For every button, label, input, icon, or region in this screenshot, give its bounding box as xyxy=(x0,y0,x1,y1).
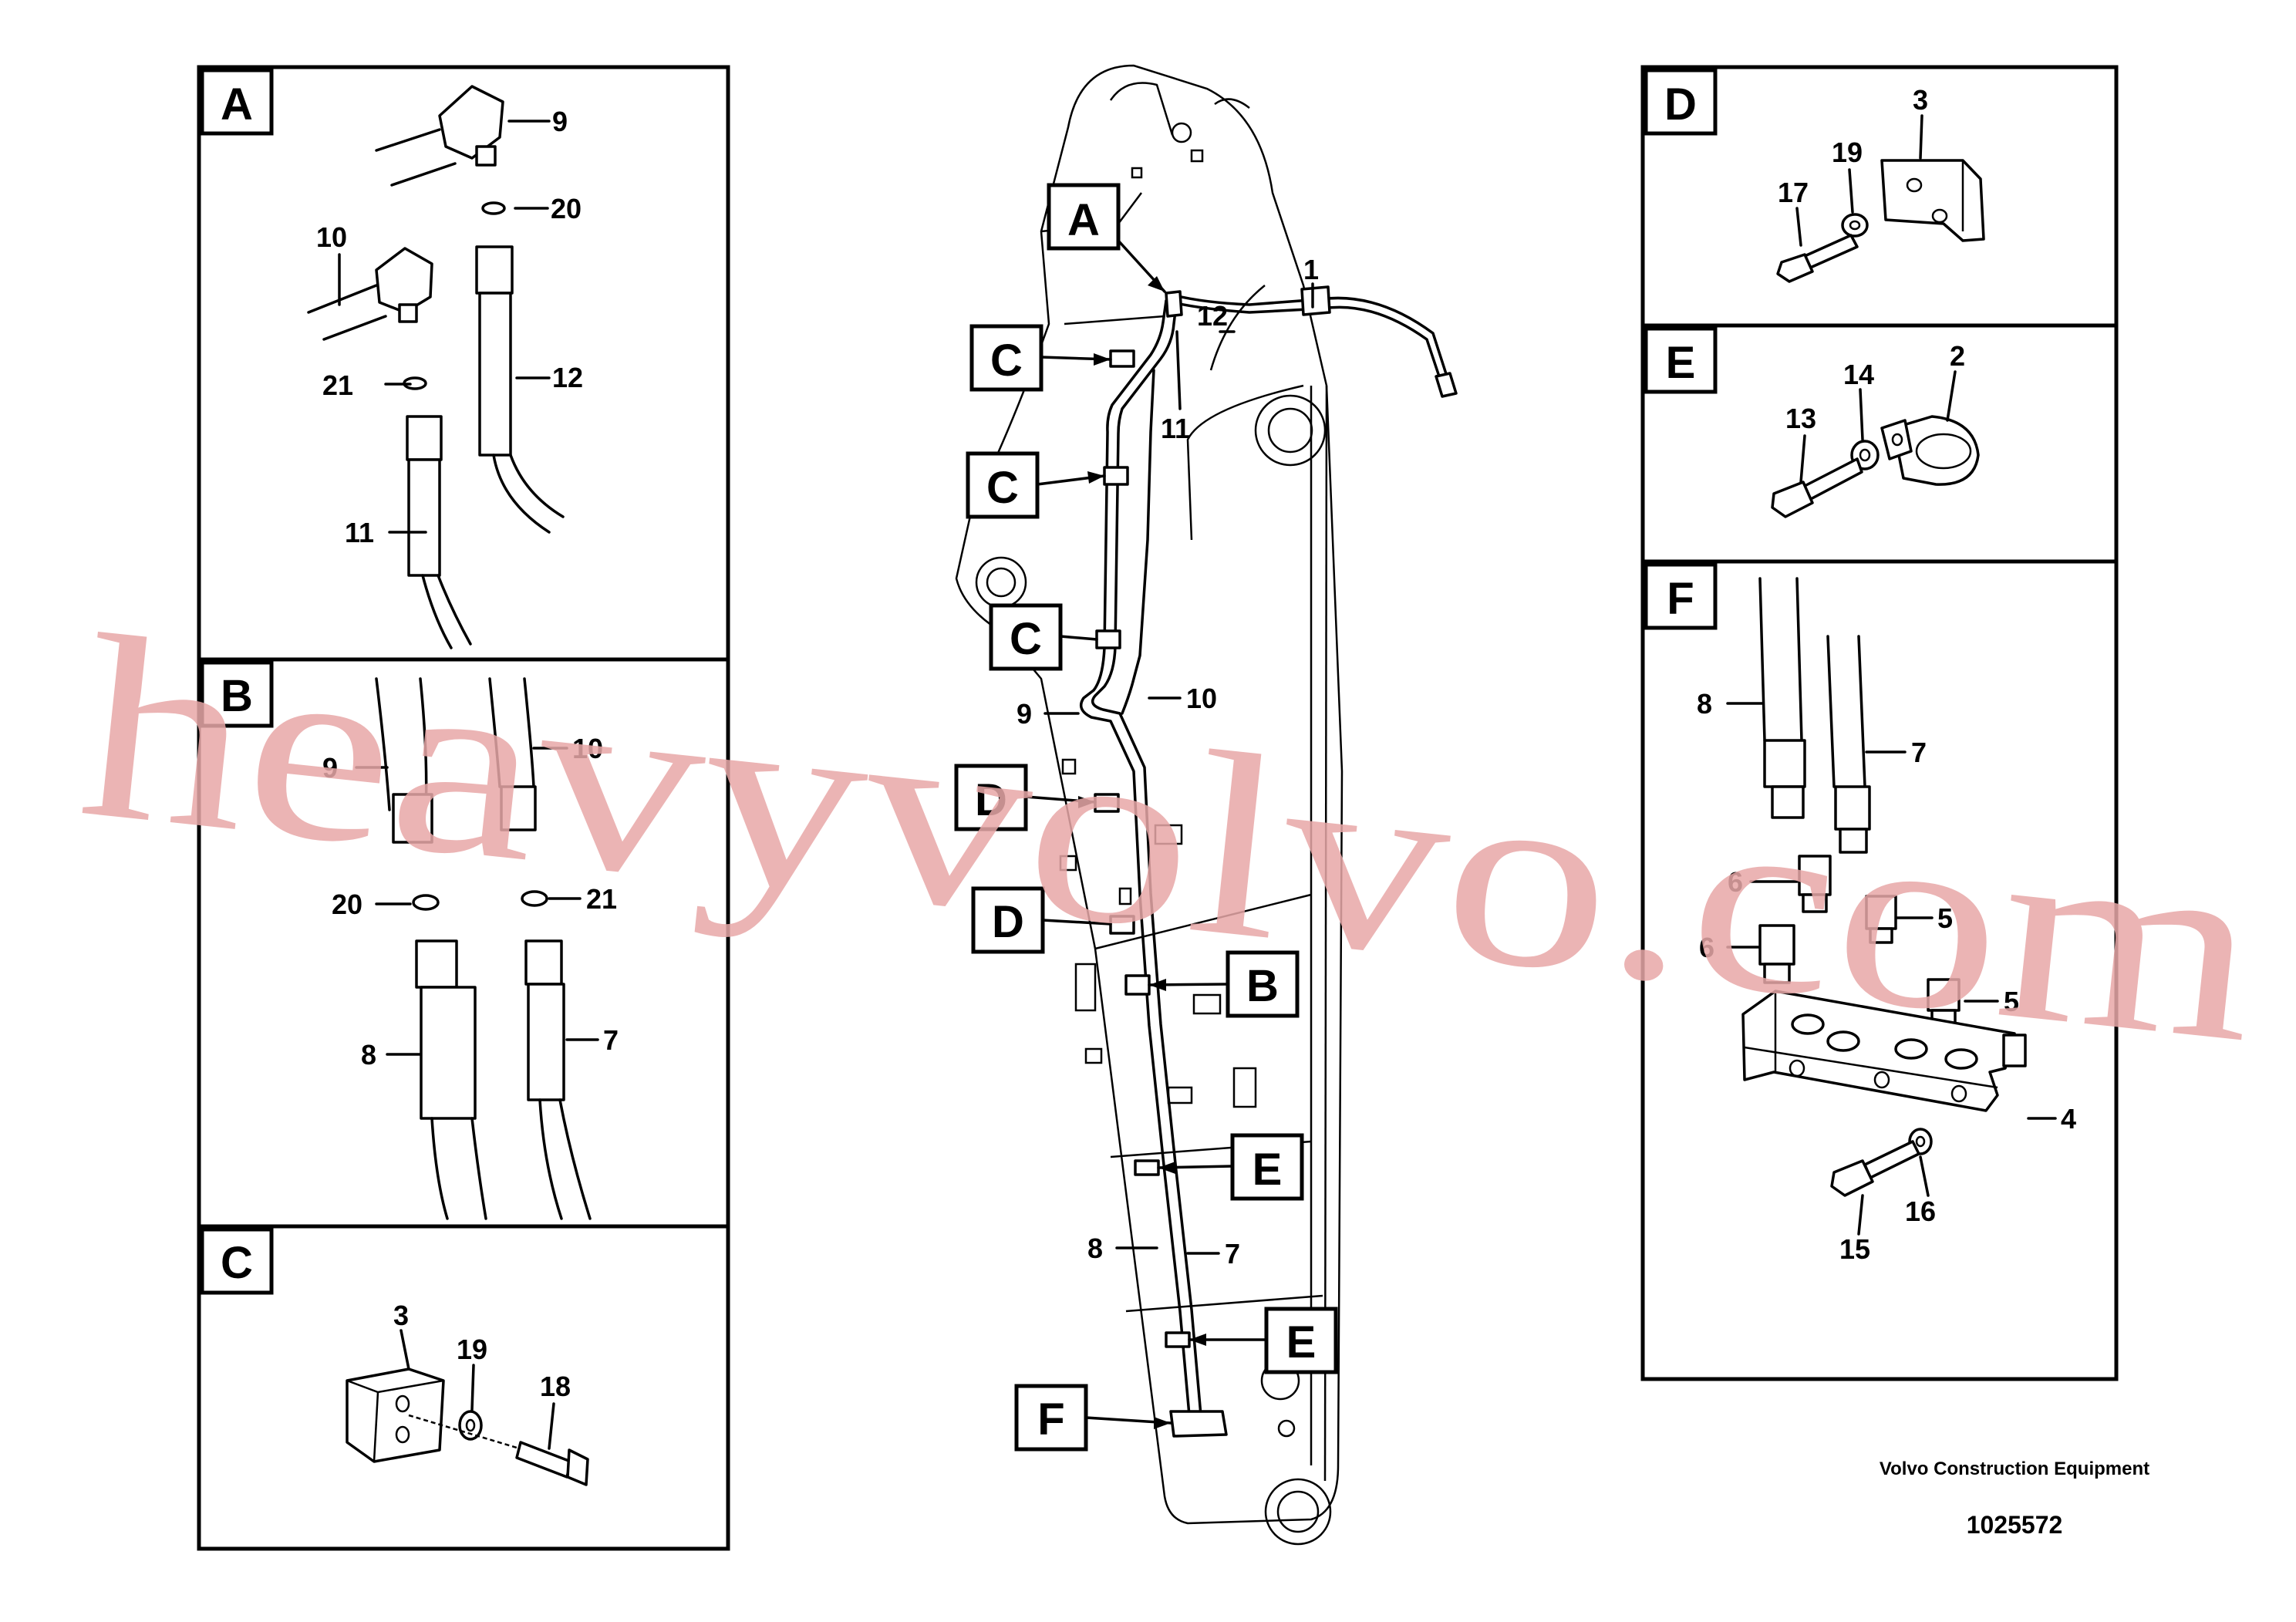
publisher-caption: Volvo Construction Equipment xyxy=(1880,1458,2149,1479)
callout-b-9: 9 xyxy=(322,752,338,784)
callout-a-9: 9 xyxy=(552,106,568,137)
callout-d-19: 19 xyxy=(1832,137,1863,168)
panel-f-title: F xyxy=(1667,574,1694,624)
badge-e-2: E xyxy=(1286,1317,1317,1367)
callout-main-12: 12 xyxy=(1197,300,1228,332)
callout-e-2: 2 xyxy=(1950,340,1965,372)
badge-e-1: E xyxy=(1253,1145,1283,1195)
callout-f-6a: 6 xyxy=(1728,866,1743,898)
callout-d-3: 3 xyxy=(1913,84,1928,116)
boom-assembly xyxy=(955,64,1344,1546)
callout-f-4: 4 xyxy=(2061,1103,2076,1135)
callout-e-14: 14 xyxy=(1843,359,1874,390)
callout-main-7: 7 xyxy=(1225,1238,1240,1270)
callout-f-8: 8 xyxy=(1697,688,1712,720)
callout-main-9: 9 xyxy=(1017,698,1032,730)
callout-c-18: 18 xyxy=(540,1371,571,1402)
callout-main-11: 11 xyxy=(1161,413,1190,444)
panel-e-title: E xyxy=(1666,338,1696,388)
badge-f: F xyxy=(1037,1394,1064,1445)
detail-panel-a: A 9 20 10 21 12 11 xyxy=(197,65,730,662)
callout-e-13: 13 xyxy=(1785,403,1816,434)
callout-f-7: 7 xyxy=(1911,737,1927,768)
detail-panel-d: D 3 19 17 xyxy=(1640,65,2119,328)
document-id: 1025572 xyxy=(1967,1511,2063,1539)
callout-f-5a: 5 xyxy=(1937,902,1953,934)
detail-panel-f: F xyxy=(1640,559,2119,1381)
hose-routing xyxy=(1079,285,1458,1438)
callout-main-1: 1 xyxy=(1303,254,1319,285)
callout-f-16: 16 xyxy=(1905,1195,1936,1227)
detail-panel-e: E 14 2 13 xyxy=(1640,323,2119,564)
callout-d-17: 17 xyxy=(1778,177,1809,208)
callout-main-10: 10 xyxy=(1186,683,1217,714)
callout-a-20: 20 xyxy=(551,193,582,224)
callout-b-10: 10 xyxy=(572,733,603,764)
callout-a-10: 10 xyxy=(316,221,347,253)
callout-b-21: 21 xyxy=(586,883,617,915)
callout-b-7: 7 xyxy=(603,1024,619,1056)
callout-c-3: 3 xyxy=(393,1300,409,1331)
badge-c-1: C xyxy=(990,336,1023,386)
panel-c-title: C xyxy=(221,1238,253,1288)
detail-panel-c: C 3 19 18 xyxy=(197,1224,730,1551)
callout-c-19: 19 xyxy=(457,1334,487,1365)
callout-f-6b: 6 xyxy=(1699,932,1714,963)
panel-a-title: A xyxy=(221,79,253,130)
callout-b-20: 20 xyxy=(332,889,362,920)
detail-panel-b: B 9 10 20 21 8 7 xyxy=(197,657,730,1229)
callout-a-12: 12 xyxy=(552,362,583,393)
panel-b-title: B xyxy=(221,671,253,721)
callout-b-8: 8 xyxy=(361,1039,376,1071)
callout-main-8: 8 xyxy=(1087,1233,1103,1264)
callout-f-15: 15 xyxy=(1839,1233,1870,1265)
badge-c-3: C xyxy=(1010,614,1042,664)
badge-c-2: C xyxy=(986,463,1019,513)
callout-f-5b: 5 xyxy=(2004,986,2019,1017)
callout-a-21: 21 xyxy=(322,369,353,401)
badge-d-1: D xyxy=(975,775,1007,825)
badge-a: A xyxy=(1067,195,1100,245)
main-callouts: A C C C D D B E E xyxy=(954,183,1338,1452)
callout-a-11: 11 xyxy=(345,517,374,548)
badge-d-2: D xyxy=(992,897,1024,947)
badge-b: B xyxy=(1246,961,1279,1011)
panel-d-title: D xyxy=(1664,79,1697,130)
